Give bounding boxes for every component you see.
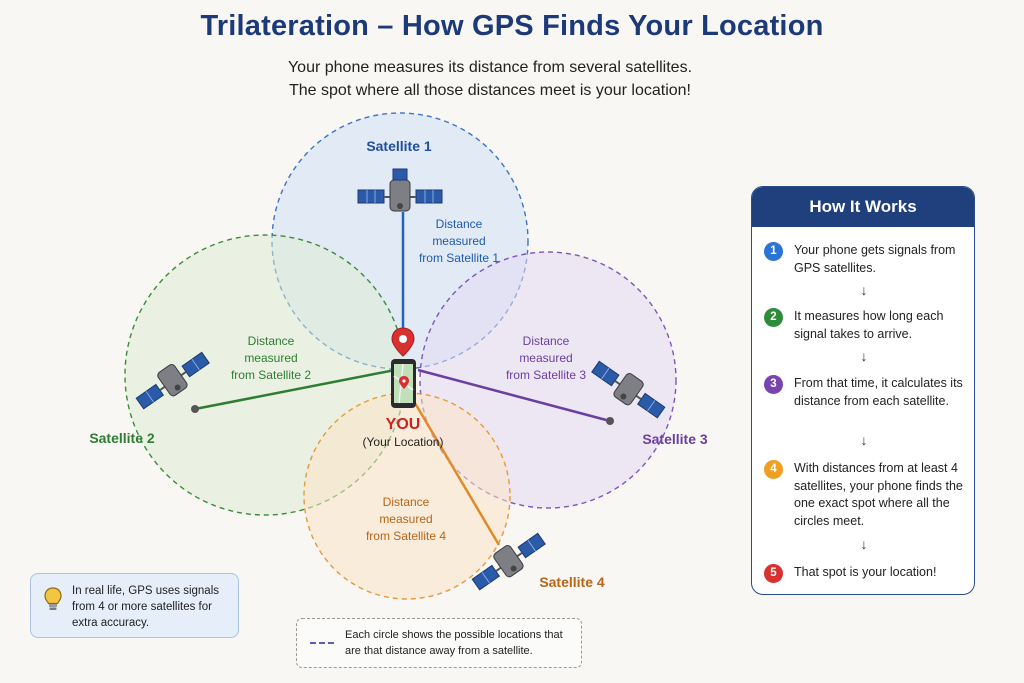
down-arrow-icon: ↓ (860, 282, 868, 298)
distance-label-line: Distance (383, 495, 430, 509)
panel-title: How It Works (752, 187, 974, 227)
satellite-3-label: Satellite 3 (642, 431, 708, 447)
distance-label-line: from Satellite 2 (231, 368, 311, 382)
you-label: YOU (386, 416, 421, 433)
subtitle-line-2: The spot where all those distances meet … (289, 82, 691, 99)
how-it-works-panel: How It Works 1 Your phone gets signals f… (751, 186, 975, 595)
down-arrow-icon: ↓ (860, 432, 868, 448)
satellite-2-distance-line (194, 368, 396, 411)
distance-label-line: from Satellite 1 (419, 251, 499, 265)
satellite-4-icon (471, 532, 546, 591)
satellite-3-distance-label: Distance measured from Satellite 3 (506, 334, 586, 382)
distance-label-line: measured (379, 512, 432, 526)
step-number: 1 (764, 242, 783, 261)
step-text: With distances from at least 4 satellite… (794, 461, 963, 528)
lightbulb-icon (44, 587, 62, 610)
satellite-2-icon (135, 351, 210, 410)
satellite-2-distance-label: Distance measured from Satellite 2 (231, 334, 311, 382)
satellite-4-distance-label: Distance measured from Satellite 4 (366, 495, 446, 543)
step-1: 1 Your phone gets signals from GPS satel… (764, 242, 964, 277)
step-4: 4 With distances from at least 4 satelli… (764, 460, 964, 530)
satellite-1-label: Satellite 1 (366, 138, 432, 154)
dashed-line-swatch (310, 642, 334, 644)
legend-box: Each circle shows the possible locations… (296, 618, 582, 668)
satellite-3-endpoint (606, 417, 614, 425)
subtitle: Your phone measures its distance from se… (230, 56, 750, 102)
subtitle-line-1: Your phone measures its distance from se… (287, 59, 693, 76)
step-2: 2 It measures how long each signal takes… (764, 308, 964, 343)
step-number: 4 (764, 460, 783, 479)
down-arrow-icon: ↓ (860, 348, 868, 364)
satellite-4-range-circle (303, 392, 511, 600)
step-text: It measures how long each signal takes t… (794, 309, 944, 341)
distance-label-line: Distance (436, 217, 483, 231)
distance-label-line: Distance (248, 334, 295, 348)
distance-label-line: measured (244, 351, 297, 365)
step-number: 2 (764, 308, 783, 327)
satellite-1-icon (357, 168, 443, 212)
satellite-3-icon (591, 360, 666, 419)
distance-label-line: Distance (523, 334, 570, 348)
step-text: That spot is your location! (794, 565, 937, 579)
step-3: 3 From that time, it calculates its dist… (764, 375, 964, 410)
step-number: 5 (764, 564, 783, 583)
you-sublabel: (Your Location) (363, 435, 444, 449)
tip-box: In real life, GPS uses signals from 4 or… (30, 573, 239, 638)
legend-text: Each circle shows the possible locations… (345, 629, 563, 657)
page-title: Trilateration – How GPS Finds Your Locat… (200, 10, 824, 42)
distance-label-line: from Satellite 4 (366, 529, 446, 543)
step-number: 3 (764, 375, 783, 394)
satellite-3-distance-line (417, 368, 611, 423)
satellite-2-endpoint (191, 405, 199, 413)
phone-icon (391, 359, 416, 408)
tip-text: In real life, GPS uses signals from 4 or… (72, 585, 220, 629)
step-5: 5 That spot is your location! (764, 564, 964, 583)
satellite-1-distance-label: Distance measured from Satellite 1 (419, 217, 499, 265)
down-arrow-icon: ↓ (860, 536, 868, 552)
step-text: Your phone gets signals from GPS satelli… (794, 243, 956, 275)
satellite-2-label: Satellite 2 (89, 430, 155, 446)
step-text: From that time, it calculates its distan… (794, 376, 963, 408)
distance-label-line: measured (432, 234, 485, 248)
distance-label-line: from Satellite 3 (506, 368, 586, 382)
distance-label-line: measured (519, 351, 572, 365)
location-pin-icon (391, 327, 415, 357)
satellite-4-distance-line (410, 397, 501, 546)
satellite-4-label: Satellite 4 (539, 574, 605, 590)
